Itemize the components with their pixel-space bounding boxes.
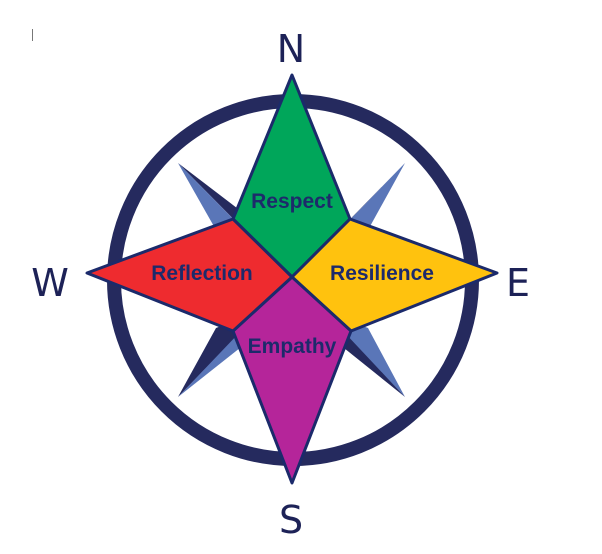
ne-point-light — [344, 163, 405, 230]
sw-point-light — [178, 332, 250, 397]
direction-south: S — [279, 498, 303, 542]
se-point-dark — [334, 332, 405, 397]
label-empathy: Empathy — [248, 335, 337, 358]
label-respect: Respect — [251, 190, 333, 213]
direction-east: E — [506, 261, 530, 305]
direction-north: N — [277, 27, 305, 71]
text-cursor — [32, 29, 33, 41]
direction-west: W — [31, 261, 69, 305]
label-reflection: Reflection — [151, 262, 253, 285]
segment-west-reflection — [85, 217, 294, 333]
label-resilience: Resilience — [330, 262, 434, 285]
